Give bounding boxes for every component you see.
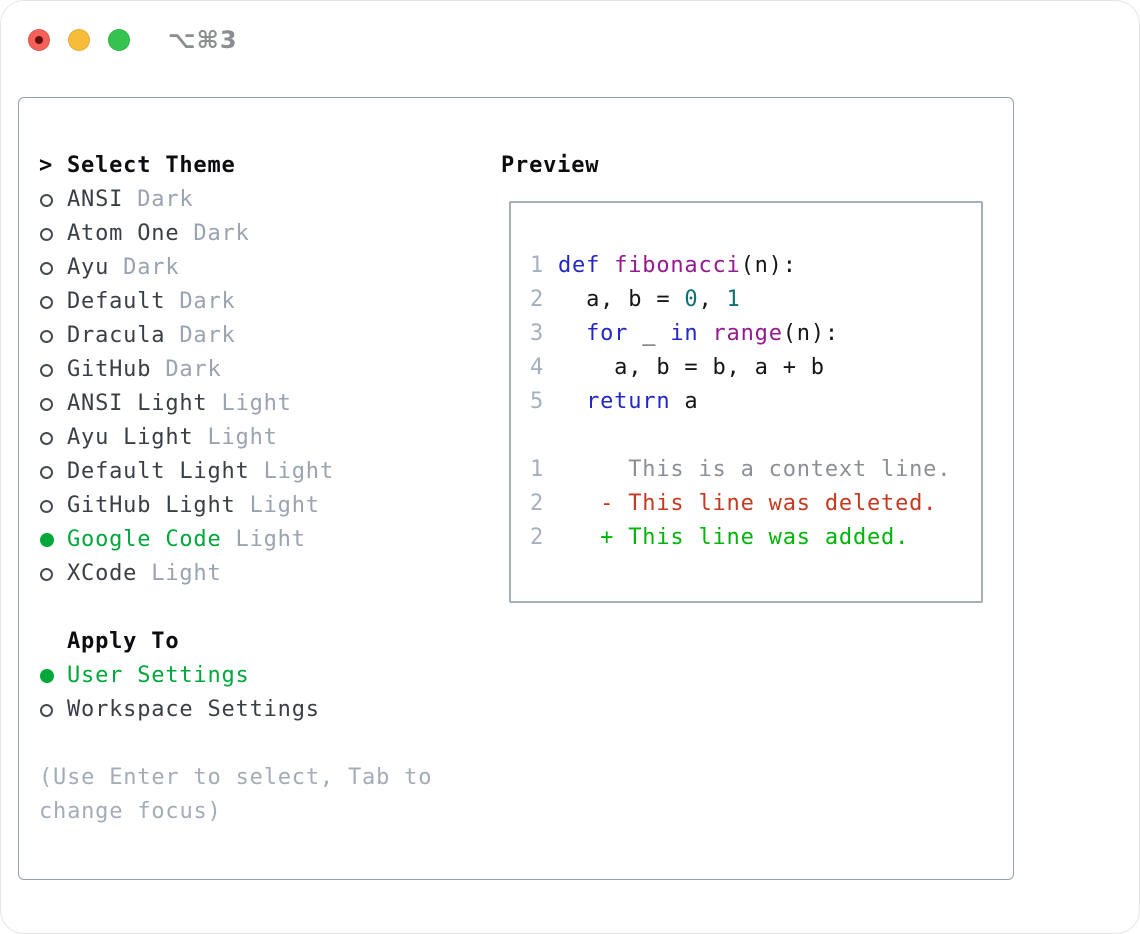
theme-name: Default Light xyxy=(67,459,250,484)
theme-name: ANSI Light xyxy=(67,391,208,416)
line-number: 2 xyxy=(530,525,545,550)
radio-unselected-icon xyxy=(39,703,67,717)
apply-option-label: Workspace Settings xyxy=(67,697,320,722)
close-button[interactable] xyxy=(28,29,50,51)
radio-unselected-icon xyxy=(39,431,67,445)
theme-list-header: > Select Theme xyxy=(39,149,491,183)
theme-variant-tag: Dark xyxy=(151,357,222,382)
preview-code-line: 5 return a xyxy=(530,385,981,419)
theme-name: Ayu Light xyxy=(67,425,194,450)
zoom-button[interactable] xyxy=(108,29,130,51)
apply-to-title: Apply To xyxy=(67,629,180,654)
theme-variant-tag: Dark xyxy=(165,289,236,314)
window-title: ⌥⌘3 xyxy=(168,26,238,54)
theme-name: Ayu xyxy=(67,255,110,280)
preview-code-line: 4 a, b = b, a + b xyxy=(530,351,981,385)
theme-list-title: Select Theme xyxy=(67,153,236,178)
theme-variant-tag: Light xyxy=(137,561,222,586)
line-number: 1 xyxy=(530,253,545,278)
theme-name: GitHub Light xyxy=(67,493,236,518)
apply-to-header: Apply To xyxy=(39,625,491,659)
theme-variant-tag: Dark xyxy=(165,323,236,348)
theme-option-dracula-dark[interactable]: Dracula Dark xyxy=(39,319,491,353)
theme-option-ansi-light-light[interactable]: ANSI Light Light xyxy=(39,387,491,421)
spacer xyxy=(39,591,491,625)
radio-unselected-icon xyxy=(39,567,67,581)
theme-variant-tag: Dark xyxy=(179,221,250,246)
theme-variant-tag: Light xyxy=(235,493,320,518)
radio-unselected-icon xyxy=(39,261,67,275)
theme-name: Default xyxy=(67,289,166,314)
theme-option-github-dark[interactable]: GitHub Dark xyxy=(39,353,491,387)
theme-option-ayu-dark[interactable]: Ayu Dark xyxy=(39,251,491,285)
theme-option-google-code-light[interactable]: Google Code Light xyxy=(39,523,491,557)
theme-option-xcode-light[interactable]: XCode Light xyxy=(39,557,491,591)
theme-variant-tag: Dark xyxy=(123,187,194,212)
radio-unselected-icon xyxy=(39,329,67,343)
line-number: 2 xyxy=(530,287,545,312)
theme-name: GitHub xyxy=(67,357,152,382)
cursor-icon: > xyxy=(39,153,54,178)
theme-variant-tag: Light xyxy=(221,527,306,552)
radio-unselected-icon xyxy=(39,465,67,479)
radio-unselected-icon xyxy=(39,363,67,377)
radio-selected-icon xyxy=(39,533,67,547)
theme-name: Atom One xyxy=(67,221,180,246)
keyboard-hint: (Use Enter to select, Tab to change focu… xyxy=(39,765,433,824)
radio-unselected-icon xyxy=(39,397,67,411)
radio-unselected-icon xyxy=(39,227,67,241)
radio-unselected-icon xyxy=(39,193,67,207)
theme-name: Google Code xyxy=(67,527,222,552)
radio-unselected-icon xyxy=(39,499,67,513)
theme-option-default-dark[interactable]: Default Dark xyxy=(39,285,491,319)
radio-selected-icon xyxy=(39,669,67,683)
theme-option-ayu-light-light[interactable]: Ayu Light Light xyxy=(39,421,491,455)
preview-code-line: 2 + This line was added. xyxy=(530,521,981,555)
minimize-button[interactable] xyxy=(68,29,90,51)
line-number: 5 xyxy=(530,389,545,414)
line-number: 4 xyxy=(530,355,545,380)
theme-variant-tag: Light xyxy=(207,391,292,416)
title-bar: ⌥⌘3 xyxy=(28,26,238,54)
radio-unselected-icon xyxy=(39,295,67,309)
line-number: 2 xyxy=(530,491,545,516)
apply-option-user-settings[interactable]: User Settings xyxy=(39,659,491,693)
theme-name: ANSI xyxy=(67,187,124,212)
apply-option-workspace-settings[interactable]: Workspace Settings xyxy=(39,693,491,727)
preview-code-line: 1 This is a context line. xyxy=(530,453,981,487)
preview-code-line: 2 - This line was deleted. xyxy=(530,487,981,521)
theme-name: Dracula xyxy=(67,323,166,348)
theme-variant-tag: Light xyxy=(193,425,278,450)
line-number: 3 xyxy=(530,321,545,346)
preview-code-line: 3 for _ in range(n): xyxy=(530,317,981,351)
theme-option-ansi-dark[interactable]: ANSI Dark xyxy=(39,183,491,217)
preview-code-line: 2 a, b = 0, 1 xyxy=(530,283,981,317)
spacer xyxy=(39,727,491,761)
preview-title: Preview xyxy=(501,153,600,178)
theme-option-atom-one-dark[interactable]: Atom One Dark xyxy=(39,217,491,251)
line-number: 1 xyxy=(530,457,545,482)
apply-option-label: User Settings xyxy=(67,663,250,688)
theme-variant-tag: Dark xyxy=(109,255,180,280)
theme-name: XCode xyxy=(67,561,138,586)
theme-variant-tag: Light xyxy=(249,459,334,484)
theme-option-default-light-light[interactable]: Default Light Light xyxy=(39,455,491,489)
theme-option-github-light-light[interactable]: GitHub Light Light xyxy=(39,489,491,523)
preview-code-line xyxy=(530,419,981,453)
